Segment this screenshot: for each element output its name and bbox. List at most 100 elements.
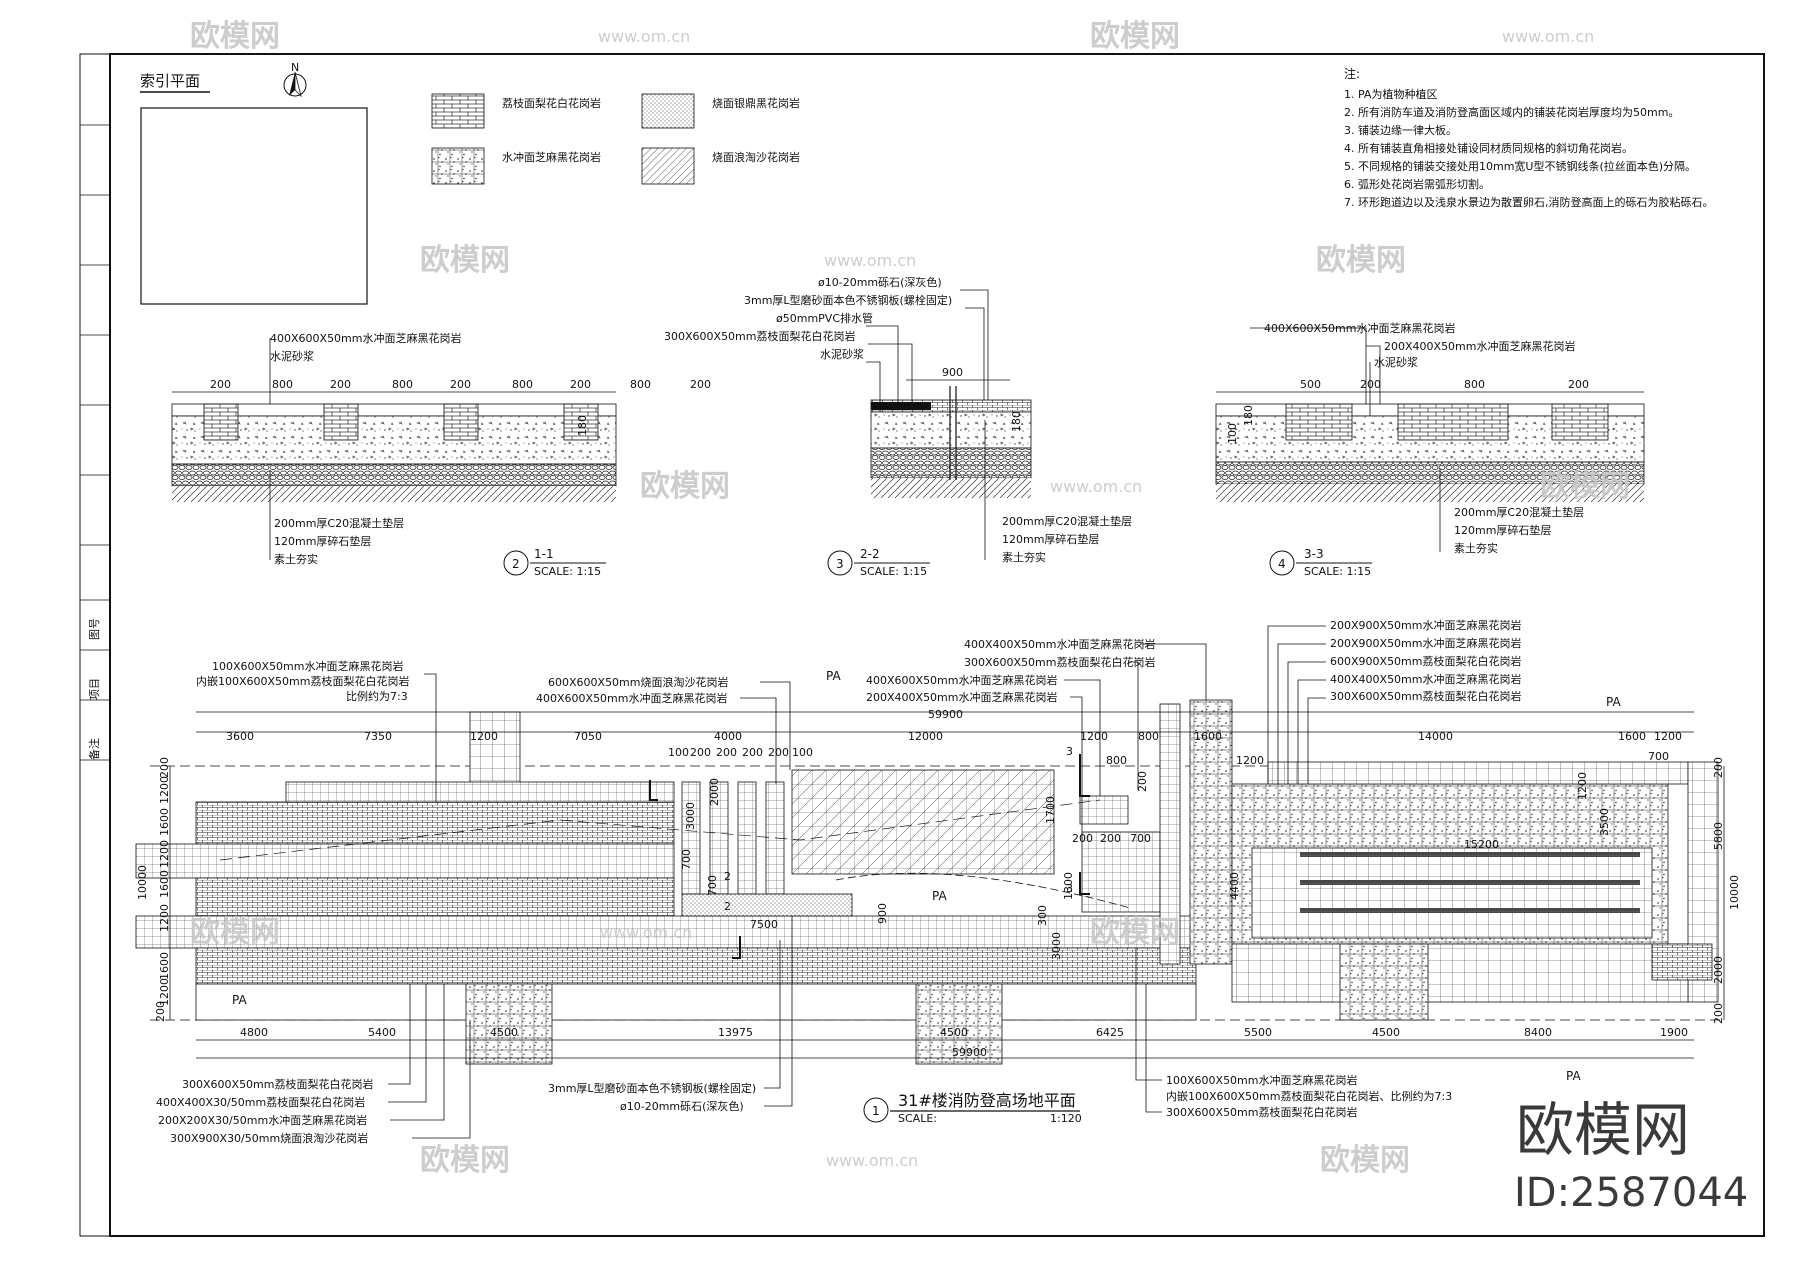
dimension-label: 7050 bbox=[574, 730, 602, 743]
brand-watermark: 欧模网 ID:2587044 bbox=[1514, 1096, 1748, 1216]
watermark-logo: 欧模网 bbox=[190, 915, 280, 950]
dimension-label: 700 bbox=[680, 849, 693, 870]
callout-label: 300X600X50mm荔枝面梨花白花岗岩 bbox=[1330, 689, 1522, 703]
dimension-label: 14000 bbox=[1418, 730, 1453, 743]
legend-label: 烧面浪淘沙花岗岩 bbox=[712, 150, 800, 164]
section-scale: SCALE: 1:15 bbox=[1304, 565, 1371, 578]
legend-label: 水冲面芝麻黑花岗岩 bbox=[502, 150, 601, 164]
section-number: 2 bbox=[512, 557, 520, 571]
watermark-url: www.om.cn bbox=[1050, 477, 1142, 496]
dimension-label: 13975 bbox=[718, 1026, 753, 1039]
callout-label: 内嵌100X600X50mm荔枝面梨花白花岗岩 bbox=[196, 674, 410, 688]
section-3-tag: 4 3-3 SCALE: 1:15 bbox=[1269, 547, 1372, 578]
dimension-label: 800 bbox=[272, 378, 293, 391]
callout-a: 100X600X50mm水冲面芝麻黑花岗岩 内嵌100X600X50mm荔枝面梨… bbox=[196, 659, 437, 802]
dimension-label: 100 bbox=[668, 746, 689, 759]
dimension-label: 200 bbox=[158, 757, 171, 778]
section-1-1: 200 800 200 800 200 800 200 800 200 180 … bbox=[171, 331, 711, 578]
dimension-label: 200 bbox=[690, 746, 711, 759]
top-dimensions: 3600 7350 1200 7050 4000 12000 1200 800 … bbox=[226, 708, 1682, 767]
dimension-label: 15200 bbox=[1464, 838, 1499, 851]
sheet-frame bbox=[79, 53, 1765, 1237]
section-label: 3mm厚L型磨砂面本色不锈钢板(螺栓固定) bbox=[744, 293, 952, 307]
dimension-label: 1200 bbox=[470, 730, 498, 743]
title-block-text: 备注 bbox=[87, 738, 101, 760]
dimension-label: 4000 bbox=[714, 730, 742, 743]
dimension-label: 1200 bbox=[158, 776, 171, 804]
callout-e: 300X600X50mm荔枝面梨花白花岗岩 400X400X30/50mm荔枝面… bbox=[156, 984, 471, 1145]
dimension-label: 700 bbox=[1648, 750, 1669, 763]
dimension-label: 200 bbox=[1136, 771, 1149, 792]
callout-label: 600X600X50mm烧面浪淘沙花岗岩 bbox=[548, 675, 729, 689]
dimension-label: 1600 bbox=[158, 952, 171, 980]
callout-label: 100X600X50mm水冲面芝麻黑花岗岩 bbox=[1166, 1073, 1358, 1087]
section-number: 3 bbox=[836, 557, 844, 571]
notes-heading: 注: bbox=[1344, 66, 1360, 81]
dimension-label: 10000 bbox=[1728, 875, 1741, 910]
planting-area-label: PA bbox=[826, 669, 841, 683]
brand-id: ID:2587044 bbox=[1514, 1170, 1748, 1216]
note-item: 2. 所有消防车道及消防登高面区域内的铺装花岗岩厚度均为50mm。 bbox=[1344, 105, 1679, 119]
left-dimensions: 200 1200 1600 1200 1600 1200 1600 1200 2… bbox=[136, 757, 171, 1022]
planting-area-label: PA bbox=[932, 889, 947, 903]
north-arrow-icon: N bbox=[283, 61, 307, 98]
dimension-label: 900 bbox=[942, 366, 963, 379]
dimension-label: 200 bbox=[1100, 832, 1121, 845]
bottom-dimensions: 4800 5400 4500 13975 4500 6425 5500 4500… bbox=[240, 1026, 1688, 1059]
watermark-url: www.om.cn bbox=[824, 251, 916, 270]
dimension-label: 200 bbox=[1568, 378, 1589, 391]
dimension-label: 200 bbox=[570, 378, 591, 391]
section-mark: 3 bbox=[1066, 882, 1073, 895]
dimension-label: 200 bbox=[210, 378, 231, 391]
watermark-logo: 欧模网 bbox=[420, 243, 510, 278]
paving-band-top bbox=[195, 801, 675, 845]
planting-area-label: PA bbox=[1606, 695, 1621, 709]
section-2-leaders: ø10-20mm砾石(深灰色) 3mm厚L型磨砂面本色不锈钢板(螺栓固定) ø5… bbox=[664, 275, 989, 412]
watermark-url: www.om.cn bbox=[1502, 27, 1594, 46]
plan-number: 1 bbox=[872, 1104, 880, 1118]
section-label: 200mm厚C20混凝土垫层 bbox=[1002, 514, 1132, 528]
dimension-label: 1200 bbox=[158, 904, 171, 932]
dimension-label: 1200 bbox=[1576, 772, 1589, 800]
right-dimensions: 200 5800 2000 200 10000 bbox=[1712, 757, 1741, 1024]
dimension-label: 1200 bbox=[158, 840, 171, 868]
dimension-label: 180 bbox=[576, 415, 589, 436]
callout-label: 300X900X30/50mm烧面浪淘沙花岗岩 bbox=[170, 1131, 368, 1145]
dimension-label: 200 bbox=[768, 746, 789, 759]
callout-label: 400X600X50mm水冲面芝麻黑花岗岩 bbox=[866, 673, 1058, 687]
section-label: 水泥砂浆 bbox=[1374, 355, 1418, 369]
paving-band-middle bbox=[195, 877, 675, 917]
legend-label: 烧面银鼎黑花岗岩 bbox=[712, 96, 800, 110]
dimension-label: 200 bbox=[742, 746, 763, 759]
dimension-label: 200 bbox=[1712, 1003, 1725, 1024]
dimension-label: 200 bbox=[1360, 378, 1381, 391]
note-item: 4. 所有铺装直角相接处铺设同材质同规格的斜切角花岗岩。 bbox=[1344, 141, 1633, 155]
dimension-label: 500 bbox=[1300, 378, 1321, 391]
callout-c: 400X400X50mm水冲面芝麻黑花岗岩 300X600X50mm荔枝面梨花白… bbox=[866, 637, 1207, 840]
watermark-logo: 欧模网 bbox=[640, 469, 730, 504]
callout-label: 3mm厚L型磨砂面本色不锈钢板(螺栓固定) bbox=[548, 1081, 756, 1095]
section-1-tag: 2 1-1 SCALE: 1:15 bbox=[503, 547, 606, 578]
dimension-label: 3000 bbox=[684, 802, 697, 830]
section-2-tag: 3 2-2 SCALE: 1:15 bbox=[827, 547, 930, 578]
callout-label: 100X600X50mm水冲面芝麻黑花岗岩 bbox=[212, 659, 404, 673]
dimension-label: 700 bbox=[706, 875, 719, 896]
dimension-label: 1200 bbox=[1080, 730, 1108, 743]
section-label: 200X400X50mm水冲面芝麻黑花岗岩 bbox=[1384, 339, 1576, 353]
dimension-label: 12000 bbox=[908, 730, 943, 743]
dimension-label: 800 bbox=[512, 378, 533, 391]
watermark-logo: 欧模网 bbox=[420, 1143, 510, 1178]
watermark-url: www.om.cn bbox=[598, 27, 690, 46]
dimension-label: 7500 bbox=[750, 918, 778, 931]
index-plan: 索引平面 N bbox=[140, 61, 368, 305]
section-mark: 2 bbox=[724, 900, 731, 913]
planting-area-label: PA bbox=[232, 993, 247, 1007]
callout-label: ø10-20mm砾石(深灰色) bbox=[620, 1099, 744, 1113]
dimension-label: 200 bbox=[716, 746, 737, 759]
planting-area-label: PA bbox=[1566, 1069, 1581, 1083]
callout-label: 300X600X50mm荔枝面梨花白花岗岩 bbox=[182, 1077, 374, 1091]
section-label: ø50mmPVC排水管 bbox=[776, 311, 873, 325]
north-label: N bbox=[291, 61, 299, 74]
section-mark: 2 bbox=[724, 870, 731, 883]
